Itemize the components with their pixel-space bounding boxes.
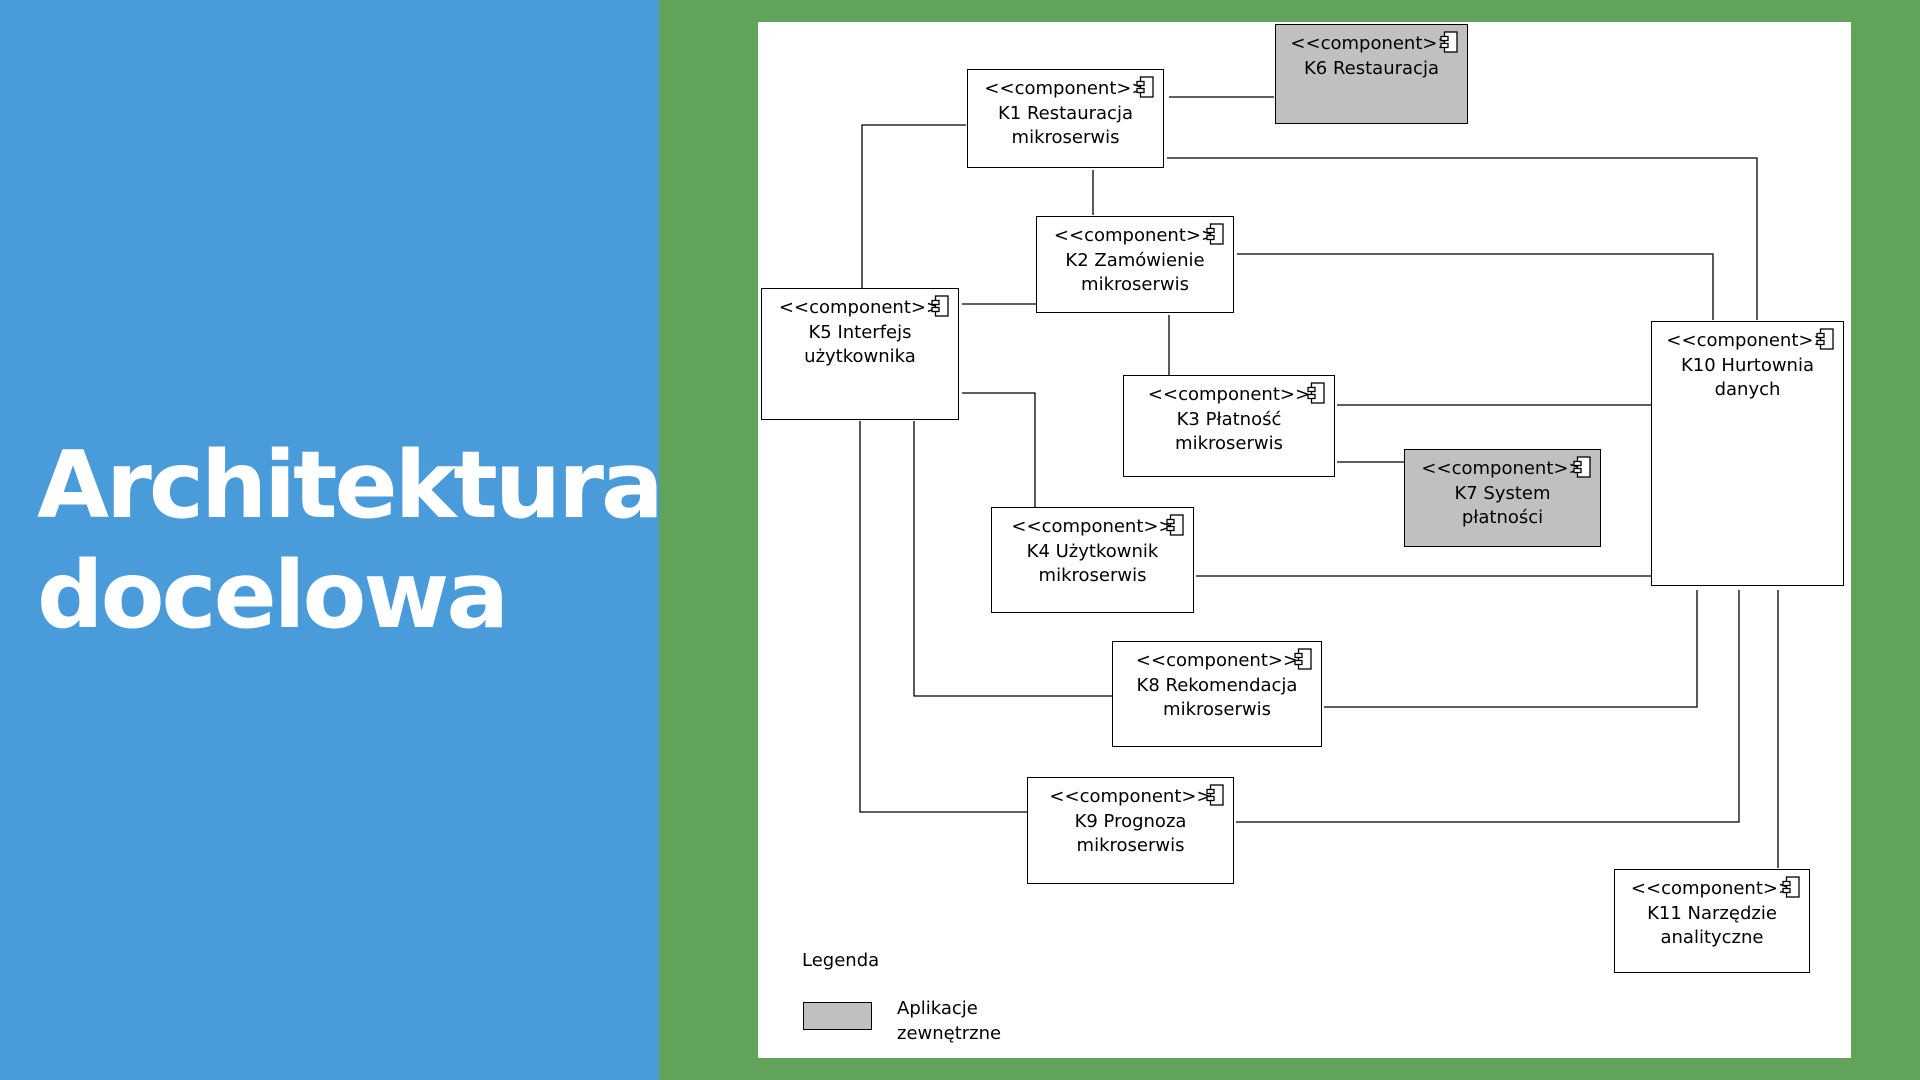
uml-component-icon <box>1206 784 1224 806</box>
stereotype-label: <<component>> <box>1630 878 1794 899</box>
uml-component-icon <box>1573 456 1591 478</box>
component-name: K11 Narzędzie <box>1647 902 1777 924</box>
stereotype-label: <<component>> <box>1666 330 1829 351</box>
component-k8-rekomendacja: <<component>> K8 Rekomendacja mikroserwi… <box>1112 641 1322 747</box>
component-subtitle: mikroserwis <box>1175 433 1283 454</box>
legend-swatch-external <box>803 1002 872 1030</box>
component-name: K3 Płatność <box>1176 408 1282 430</box>
component-k1-restauracja: <<component>> K1 Restauracja mikroserwis <box>967 69 1164 168</box>
title-panel: Architektura docelowa <box>0 0 664 1080</box>
stereotype-label: <<component>> <box>1135 650 1299 671</box>
component-k6-restauracja: <<component>> K6 Restauracja <box>1275 24 1468 124</box>
component-subtitle: mikroserwis <box>1076 835 1185 856</box>
uml-component-icon <box>1782 876 1800 898</box>
component-name: K6 Restauracja <box>1304 57 1439 79</box>
slide-title: Architektura docelowa <box>37 430 664 650</box>
uml-component-icon <box>1307 382 1325 404</box>
component-subtitle: mikroserwis <box>1011 127 1120 148</box>
component-name: K7 System <box>1454 482 1551 504</box>
uml-component-icon <box>1816 328 1834 350</box>
component-name: K9 Prognoza <box>1074 810 1187 832</box>
component-name: K5 Interfejs <box>808 321 912 343</box>
component-subtitle: płatności <box>1461 507 1544 528</box>
component-k11-narzedzie-analityczne: <<component>> K11 Narzędzie analityczne <box>1614 869 1810 973</box>
uml-component-icon <box>1440 31 1458 53</box>
component-subtitle: mikroserwis <box>1038 565 1147 586</box>
uml-component-icon <box>1206 223 1224 245</box>
stereotype-label: <<component>> <box>1049 786 1212 807</box>
component-subtitle: analityczne <box>1660 927 1764 948</box>
component-name: K2 Zamówienie <box>1065 249 1205 271</box>
stereotype-label: <<component>> <box>778 297 942 318</box>
component-k9-prognoza: <<component>> K9 Prognoza mikroserwis <box>1027 777 1234 884</box>
component-k3-platnosc: <<component>> K3 Płatność mikroserwis <box>1123 375 1335 477</box>
component-subtitle: mikroserwis <box>1081 274 1189 295</box>
slide-title-line-1: Architektura <box>37 431 664 539</box>
component-k7-system-platnosci: <<component>> K7 System płatności <box>1404 449 1601 547</box>
legend-item-line-2: zewnętrzne <box>897 1023 1002 1044</box>
legend-item-line-1: Aplikacje <box>897 998 978 1019</box>
component-name: K4 Użytkownik <box>1026 540 1159 562</box>
component-subtitle: użytkownika <box>804 346 916 367</box>
component-subtitle: mikroserwis <box>1163 699 1271 720</box>
component-k4-uzytkownik: <<component>> K4 Użytkownik mikroserwis <box>991 507 1194 613</box>
uml-component-icon <box>1136 76 1154 98</box>
uml-component-icon <box>931 295 949 317</box>
stereotype-label: <<component>> <box>1290 33 1453 54</box>
component-k2-zamowienie: <<component>> K2 Zamówienie mikroserwis <box>1036 216 1234 313</box>
component-name: K1 Restauracja <box>998 102 1133 124</box>
component-k5-interfejs: <<component>> K5 Interfejs użytkownika <box>761 288 959 420</box>
legend-title: Legenda <box>802 950 880 971</box>
component-k10-hurtownia: <<component>> K10 Hurtownia danych <box>1651 321 1844 586</box>
slide-title-line-2: docelowa <box>37 541 509 649</box>
component-name: K10 Hurtownia <box>1680 354 1814 376</box>
stereotype-label: <<component>> <box>1421 458 1584 479</box>
component-subtitle: danych <box>1714 379 1781 400</box>
stereotype-label: <<component>> <box>1011 516 1174 537</box>
component-name: K8 Rekomendacja <box>1136 674 1298 696</box>
uml-component-icon <box>1166 514 1184 536</box>
uml-component-icon <box>1294 648 1312 670</box>
stereotype-label: <<component>> <box>1147 384 1311 405</box>
stereotype-label: <<component>> <box>1053 225 1217 246</box>
stereotype-label: <<component>> <box>984 78 1147 99</box>
legend-item-label: Aplikacje zewnętrzne <box>897 996 1001 1046</box>
